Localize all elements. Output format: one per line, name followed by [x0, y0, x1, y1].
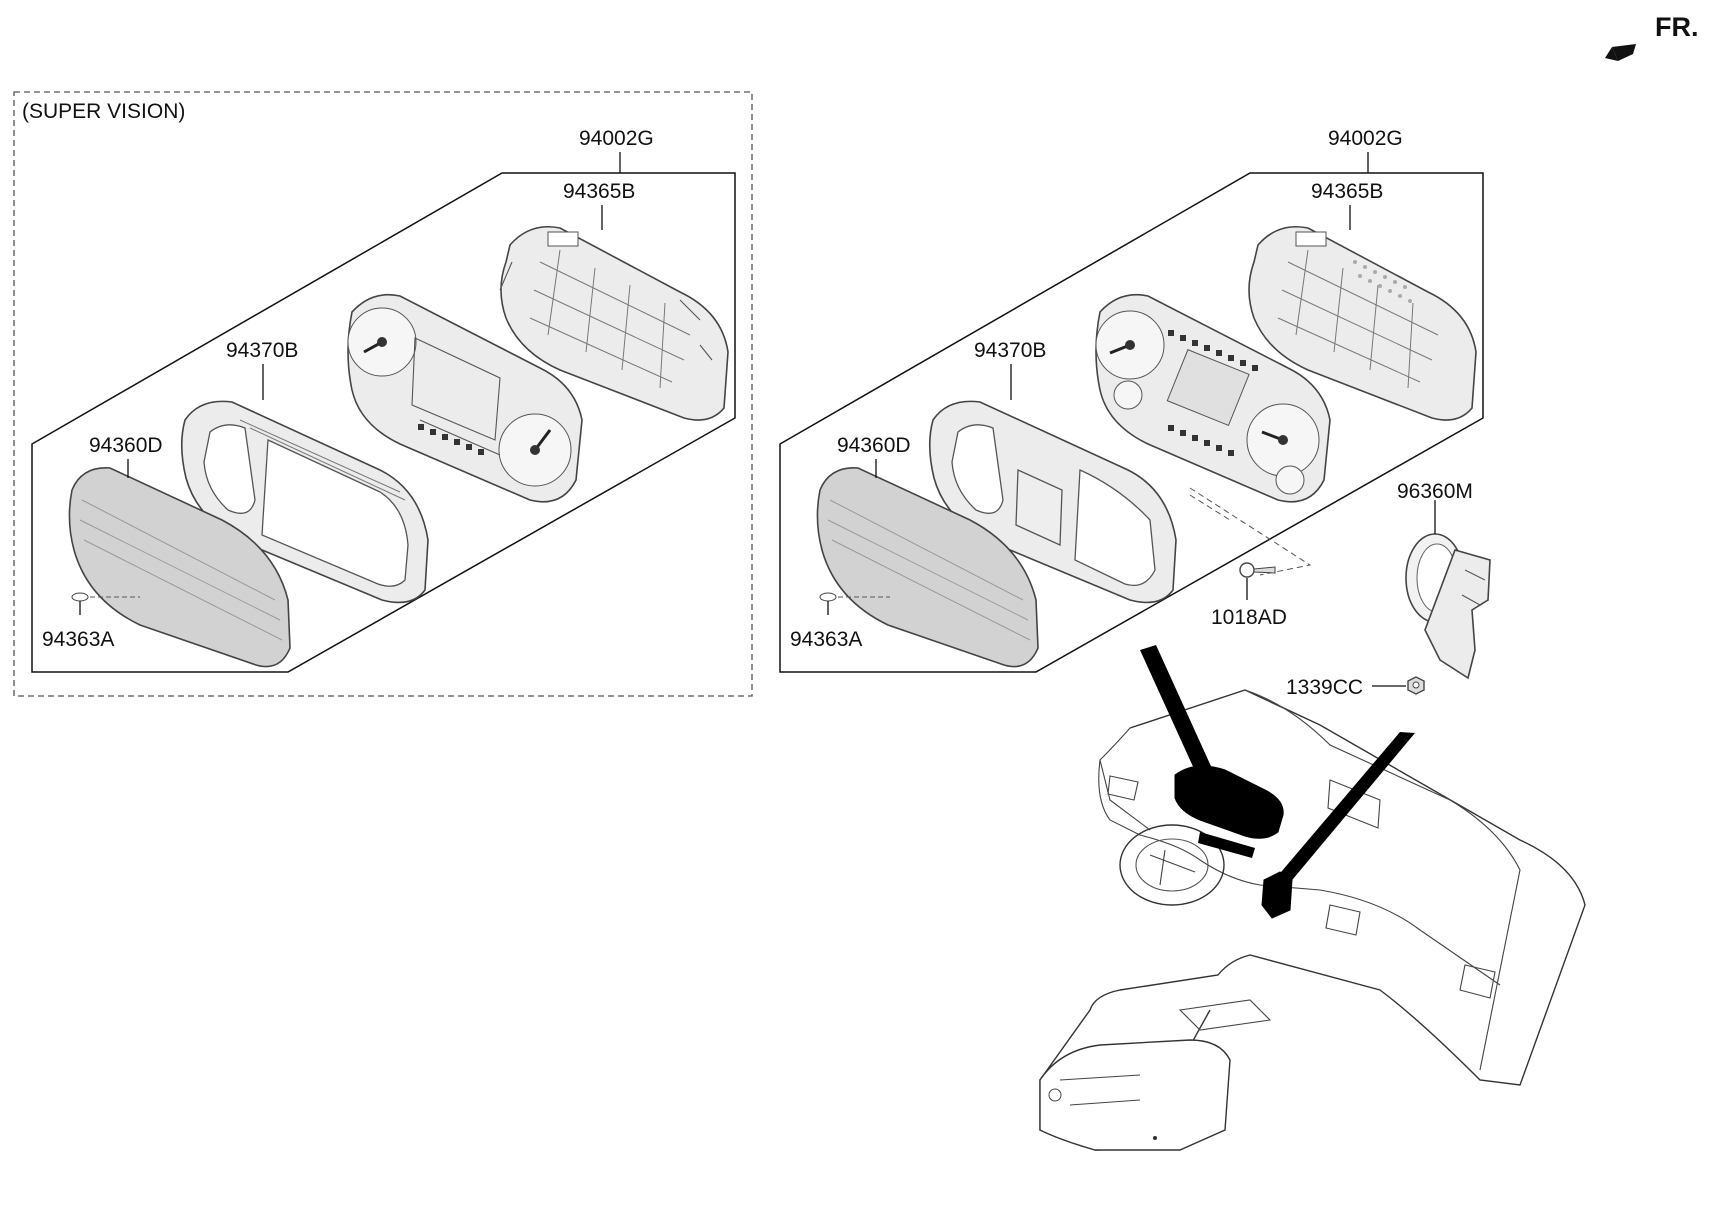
label-screw: 1018AD: [1211, 606, 1287, 629]
super-vision-group: (SUPER VISION): [13, 91, 753, 697]
gauge-dial-panel-right: [1095, 293, 1331, 503]
cluster-garnish-part-right: [928, 400, 1177, 604]
super-vision-caption: (SUPER VISION): [22, 100, 185, 123]
label-clip-right: 94363A: [790, 628, 862, 651]
screw-part: [1239, 562, 1276, 578]
assembly-outline-right: [779, 172, 1484, 673]
standard-cluster-group: 94002G 94365B 94370B 94360D 94363A 1018A…: [779, 127, 1491, 699]
label-nut: 1339CC: [1286, 676, 1363, 699]
assembly-outline-left: [31, 172, 736, 673]
speaker-part: [1405, 533, 1491, 680]
cluster-window-part-left: [68, 467, 291, 668]
front-direction-arrow-icon: [1612, 44, 1636, 61]
back-case-part-left: [499, 226, 729, 421]
front-direction-label: FR.: [1655, 12, 1699, 42]
label-back-case-left: 94365B: [563, 180, 635, 203]
dashboard-location-illustration: [1039, 645, 1586, 1151]
label-clip-left: 94363A: [42, 628, 114, 651]
label-window-left: 94360D: [89, 434, 163, 457]
cluster-garnish-part-left: [180, 400, 429, 604]
cluster-window-part-right: [816, 467, 1039, 668]
label-assembly-left: 94002G: [579, 127, 654, 150]
label-assembly-right: 94002G: [1328, 127, 1403, 150]
label-garnish-left: 94370B: [226, 339, 298, 362]
front-direction-indicator: FR.: [1605, 12, 1699, 61]
clip-part-left: [71, 592, 89, 602]
back-case-part-right: [1248, 226, 1477, 421]
label-window-right: 94360D: [837, 434, 911, 457]
nut-part: [1407, 676, 1425, 695]
gauge-dial-panel-left: [347, 293, 583, 503]
label-garnish-right: 94370B: [974, 339, 1046, 362]
label-speaker: 96360M: [1397, 480, 1473, 503]
super-vision-dashed-frame: [13, 91, 753, 697]
label-back-case-right: 94365B: [1311, 180, 1383, 203]
clip-part-right: [819, 592, 837, 602]
